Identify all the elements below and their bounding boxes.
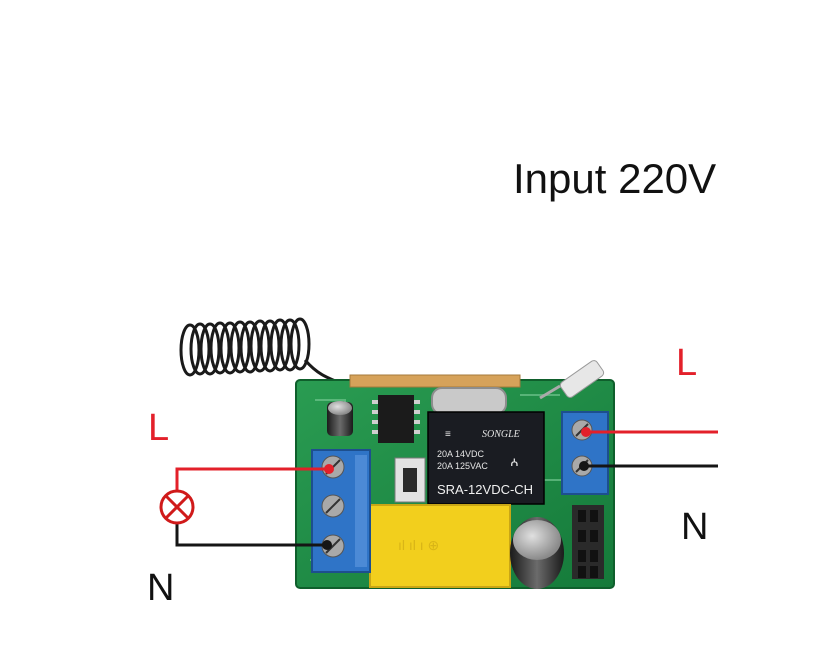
- live-wires: [175, 430, 718, 491]
- lamp-icon: [159, 489, 195, 525]
- left-neutral-label: N: [147, 567, 175, 609]
- ic-chip: [378, 395, 414, 443]
- svg-text:ꭅ: ꭅ: [510, 453, 519, 469]
- antenna-coil-icon: [179, 317, 346, 387]
- relay-brand: SONGLE: [482, 429, 520, 440]
- right-terminal-block: [561, 411, 609, 495]
- left-live-label: L: [148, 407, 170, 449]
- relay-rating-1: 20A 14VDC: [437, 449, 485, 459]
- right-neutral-label: N: [681, 506, 709, 548]
- relay-model: SRA-12VDC-CH: [437, 482, 533, 497]
- x-capacitor: [369, 504, 511, 588]
- relay: ≡ SONGLE 20A 14VDC 20A 125VAC ꭅ SRA-12VD…: [427, 411, 545, 505]
- relay-rating-2: 20A 125VAC: [437, 461, 488, 471]
- svg-text:≡: ≡: [445, 429, 451, 440]
- neutral-wires: [175, 464, 718, 547]
- right-live-label: L: [676, 342, 698, 384]
- svg-text:ıl ıl ı ⊕: ıl ıl ı ⊕: [398, 537, 439, 553]
- diagram-title: Input 220V: [513, 155, 717, 202]
